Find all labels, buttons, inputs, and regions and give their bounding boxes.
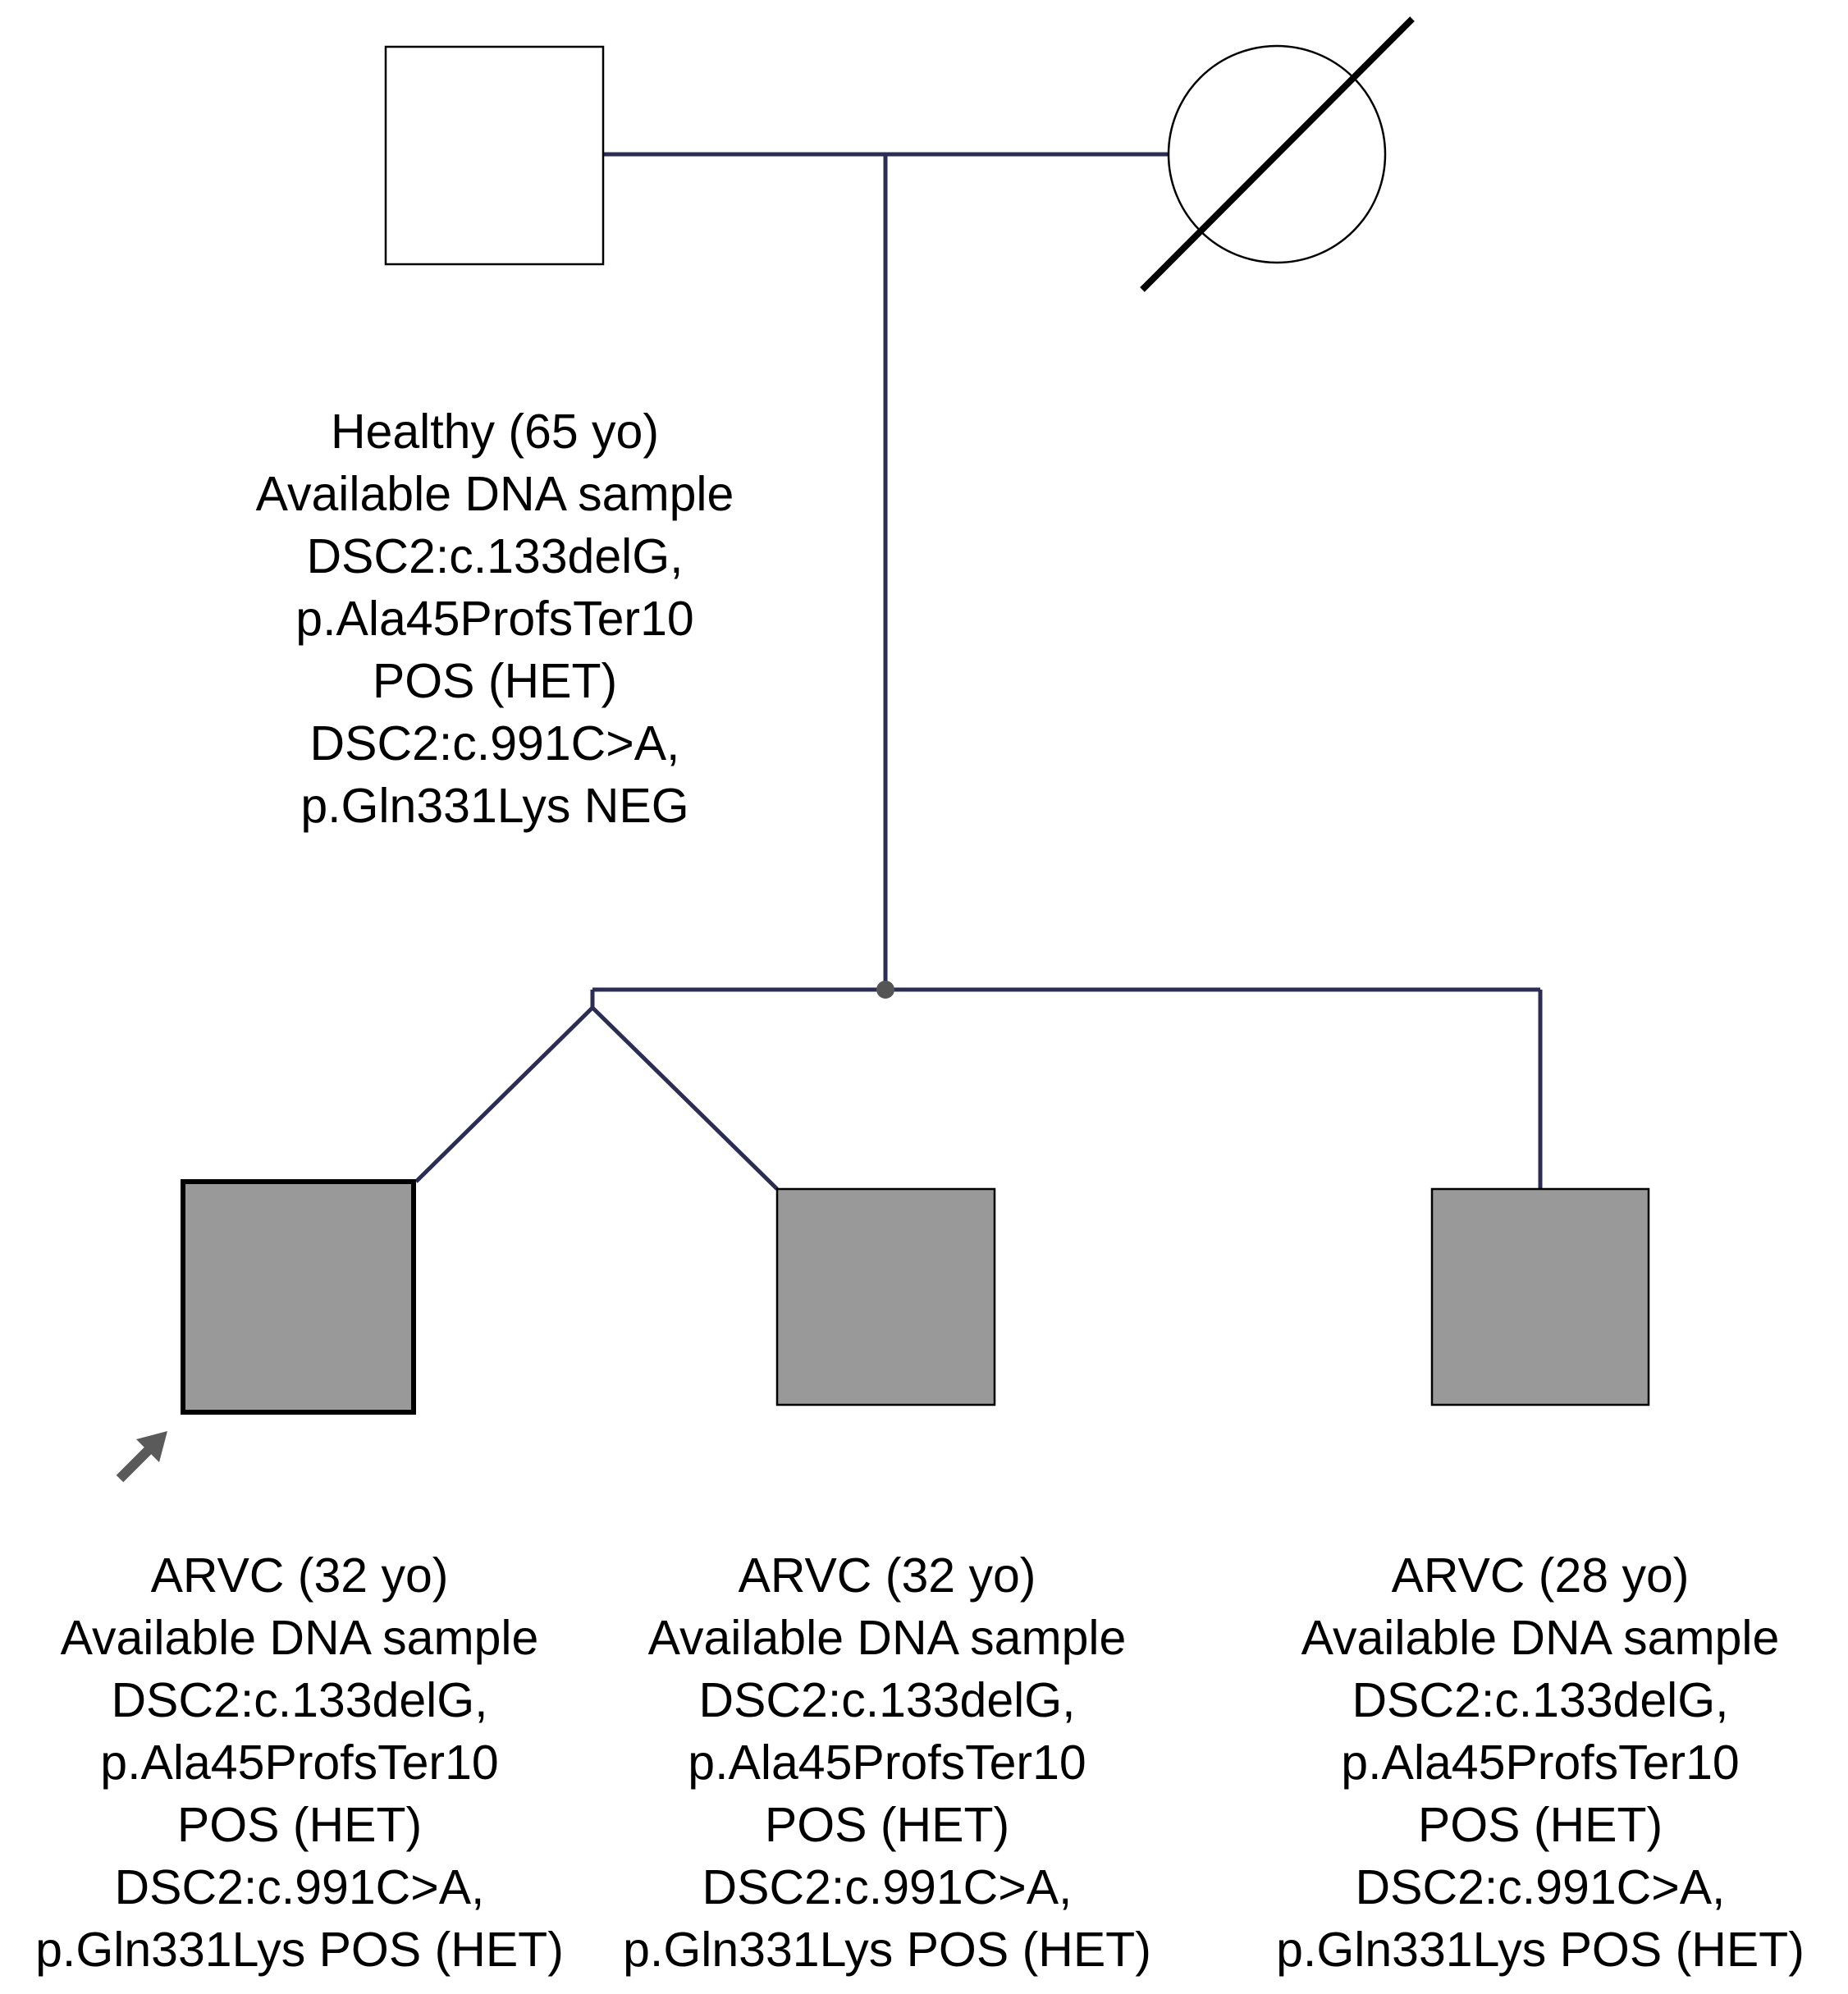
child-3-annotation: ARVC (28 yo) Available DNA sample DSC2:c…: [1276, 1548, 1805, 1977]
father-annotation: Healthy (65 yo) Available DNA sample DSC…: [255, 405, 734, 833]
child-2-symbol: [775, 1187, 996, 1406]
proband-annotation: ARVC (32 yo) Available DNA sample DSC2:c…: [35, 1548, 564, 1977]
child-3-symbol: [1430, 1187, 1650, 1406]
deceased-slash: [1140, 16, 1415, 292]
proband-arrow-icon: [116, 1431, 167, 1483]
father-symbol: [384, 45, 605, 266]
proband-symbol: [181, 1179, 416, 1415]
twin-branch-2: [591, 1006, 779, 1191]
twin-branch-1: [414, 1006, 594, 1183]
sibship-node: [876, 981, 894, 999]
child-2-annotation: ARVC (32 yo) Available DNA sample DSC2:c…: [623, 1548, 1151, 1977]
